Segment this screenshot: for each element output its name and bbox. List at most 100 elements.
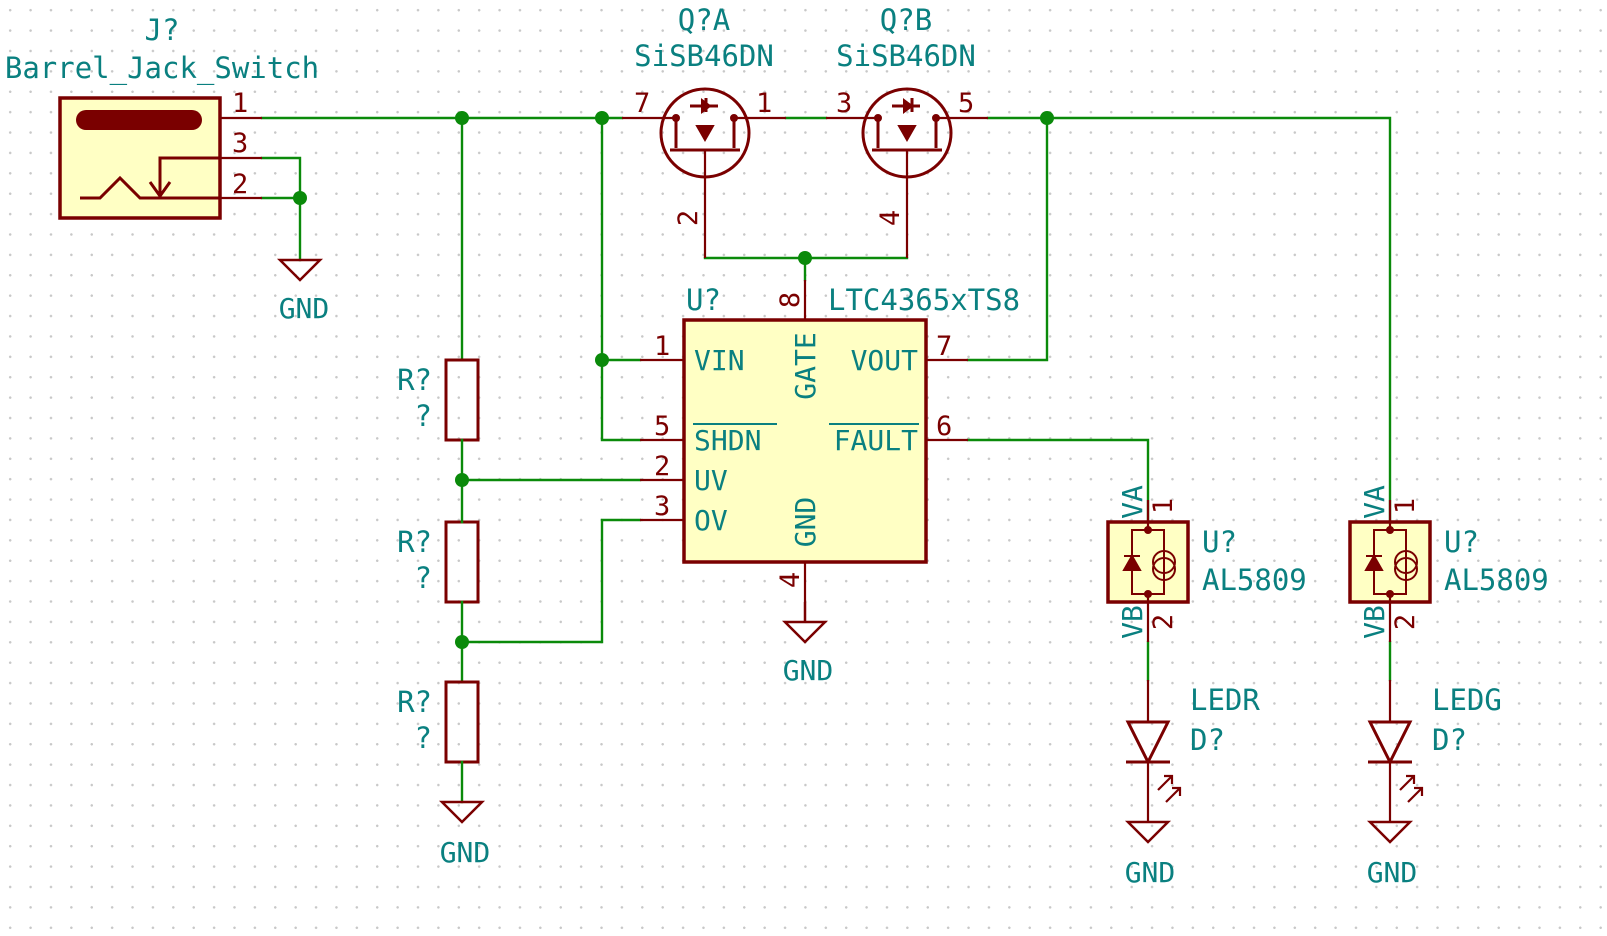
mosfet-a-channel-icon — [670, 118, 740, 152]
pin-number: 2 — [654, 451, 670, 482]
led-driver-source-icon — [1394, 557, 1418, 581]
led-driver-source-icon — [1394, 550, 1418, 574]
pin-number: 1 — [654, 331, 670, 362]
gnd-label: GND — [783, 654, 834, 687]
barrel-jack-arrow-icon — [148, 181, 172, 199]
led-emission-arrow-icon — [1164, 774, 1182, 796]
pin-name-ov: OV — [694, 504, 728, 537]
pin-number: 1 — [232, 88, 248, 119]
led-diode-icon — [1367, 720, 1413, 766]
pin-number: 2 — [232, 169, 248, 200]
pin-number: 7 — [634, 88, 650, 119]
resistor-body — [444, 358, 480, 442]
mosfet-b-leads — [826, 116, 988, 258]
junction-dot — [1040, 111, 1054, 125]
ground-icon — [1124, 820, 1172, 844]
pin-number: 1 — [756, 88, 772, 119]
gnd-symbol-controller: GND — [781, 602, 834, 687]
pin-number: 3 — [836, 88, 852, 119]
junction-dot — [798, 251, 812, 265]
gnd-symbol-divider: GND — [438, 800, 491, 869]
gnd-symbol-led-red: GND — [1124, 820, 1175, 889]
ground-icon — [781, 602, 829, 644]
wire-jack-gnd — [260, 196, 302, 262]
gnd-label: GND — [279, 292, 330, 325]
pin-number: 4 — [775, 572, 806, 588]
gnd-label: GND — [1367, 856, 1418, 889]
pin-number: 5 — [958, 88, 974, 119]
led-driver-value: AL5809 — [1444, 563, 1549, 597]
wire-vin-shdn — [600, 116, 642, 442]
led-driver-node-icon — [1144, 590, 1152, 598]
led-driver-ref: U? — [1202, 525, 1237, 559]
wire-fault — [966, 438, 1150, 524]
gnd-symbol-jack: GND — [276, 258, 330, 325]
mosfet-b-node-icon — [932, 114, 940, 122]
led-emission-icon — [1157, 775, 1181, 803]
pin-number: 5 — [654, 411, 670, 442]
gnd-symbol-led-green: GND — [1366, 820, 1418, 889]
resistor-3[interactable]: R? ? — [397, 680, 480, 804]
resistor-ref: R? — [397, 363, 432, 397]
ground-icon — [276, 258, 324, 282]
barrel-jack-plug-icon — [76, 110, 202, 130]
pin-name-gnd: GND — [789, 497, 822, 548]
barrel-jack-symbol[interactable]: 1 3 2 J? Barrel_Jack_Switch — [5, 13, 319, 220]
junction-dot — [455, 111, 469, 125]
led-emission-arrow-icon — [1406, 774, 1424, 796]
resistor-ref: R? — [397, 685, 432, 719]
pin-name-gate: GATE — [789, 332, 822, 399]
ground-icon — [438, 800, 486, 824]
junction-dot — [595, 111, 609, 125]
pin-number: 4 — [875, 210, 906, 226]
junction-dot — [595, 353, 609, 367]
pin-number: 1 — [1390, 498, 1421, 514]
led-red[interactable]: LEDR D? — [1125, 680, 1260, 822]
led-green[interactable]: LEDG D? — [1367, 680, 1502, 822]
pin-number: 2 — [1148, 614, 1179, 630]
pin-name-uv: UV — [694, 464, 728, 497]
barrel-jack-spring-icon — [80, 175, 220, 200]
pin-number: 8 — [775, 292, 806, 308]
resistor-ref: R? — [397, 525, 432, 559]
led-value: LEDG — [1432, 683, 1502, 717]
wire-vout-bus — [986, 116, 1392, 524]
mosfet-a-leads — [622, 116, 786, 258]
led-diode-icon — [1125, 720, 1171, 766]
led-ref: D? — [1190, 723, 1225, 757]
led-driver-source-icon — [1152, 550, 1176, 574]
pin-name-fault: FAULT — [834, 424, 918, 457]
pin-name-va: VA — [1358, 485, 1391, 519]
controller-pins — [640, 280, 968, 602]
connector-value: Barrel_Jack_Switch — [5, 51, 319, 86]
resistor-value: ? — [415, 721, 432, 755]
pin-number: 2 — [673, 210, 704, 226]
resistor-body — [444, 680, 480, 764]
pin-name-vin: VIN — [694, 344, 745, 377]
led-driver-value: AL5809 — [1202, 563, 1307, 597]
controller-ref: U? — [686, 283, 721, 317]
resistor-1[interactable]: R? ? — [397, 358, 480, 482]
mosfet-a-symbol[interactable]: 7 1 2 Q?A SiSB46DN — [622, 3, 786, 258]
controller-ic-symbol[interactable]: 1 5 2 3 7 6 8 4 VIN SHDN UV OV VOUT FAUL… — [640, 280, 1020, 602]
pin-name-vout: VOUT — [851, 344, 919, 377]
led-driver-diode-icon — [1364, 553, 1384, 571]
gnd-label: GND — [440, 836, 491, 869]
pin-name-vb: VB — [1116, 605, 1149, 639]
pin-number: 6 — [936, 411, 952, 442]
pin-name-vb: VB — [1358, 605, 1391, 639]
mosfet-a-body-diode-icon — [701, 98, 712, 114]
mosfet-b-value: SiSB46DN — [836, 39, 976, 73]
led-driver-2[interactable]: 1 2 VA VB U? AL5809 — [1348, 485, 1549, 642]
led-driver-1[interactable]: 1 2 VA VB U? AL5809 — [1106, 485, 1307, 642]
mosfet-b-symbol[interactable]: 3 5 4 Q?B SiSB46DN — [826, 3, 988, 258]
resistor-value: ? — [415, 399, 432, 433]
ground-icon — [1366, 820, 1414, 844]
mosfet-b-channel-icon — [872, 118, 942, 152]
pin-number: 7 — [936, 331, 952, 362]
resistor-value: ? — [415, 561, 432, 595]
mosfet-b-ref: Q?B — [880, 3, 932, 37]
resistor-2[interactable]: R? ? — [397, 478, 480, 684]
pin-number: 3 — [654, 491, 670, 522]
